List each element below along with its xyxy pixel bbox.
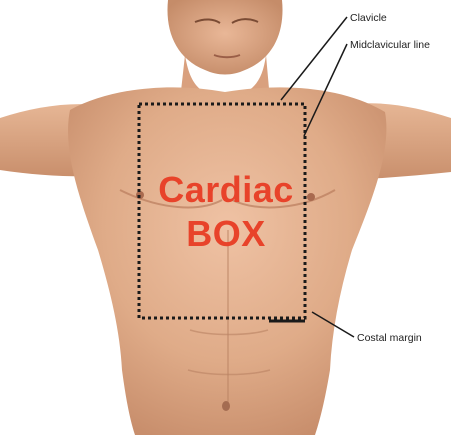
midclavicular-line-label: Midclavicular line: [350, 39, 430, 51]
cardiac-box-title-line2: BOX: [136, 214, 316, 254]
clavicle-label: Clavicle: [350, 12, 387, 24]
navel: [222, 401, 230, 411]
costal-margin-label: Costal margin: [357, 332, 422, 344]
cardiac-box-title-line1: Cardiac: [136, 170, 316, 210]
